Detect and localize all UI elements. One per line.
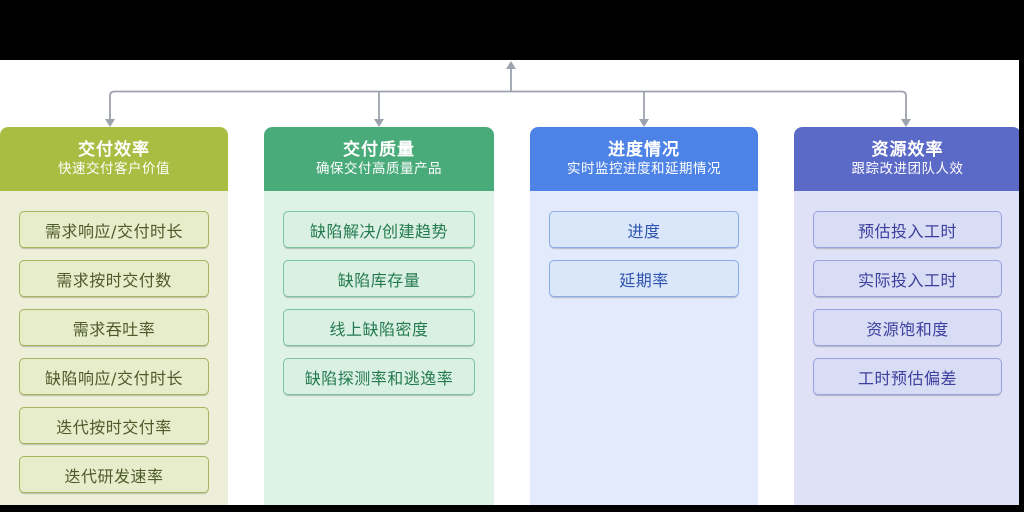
- group-card-resource-efficiency: 资源效率 跟踪改进团队人效 预估投入工时 实际投入工时 资源饱和度 工时预估偏差: [794, 127, 1021, 505]
- group-title: 进度情况: [608, 139, 680, 160]
- letterbox-bar-bottom: [0, 505, 1024, 512]
- letterbox-bar-right: [1019, 0, 1024, 512]
- metric-chip: 资源饱和度: [813, 309, 1002, 346]
- metric-chip: 预估投入工时: [813, 211, 1002, 248]
- metric-chip: 缺陷探测率和逃逸率: [283, 358, 475, 395]
- group-body: 缺陷解决/创建趋势 缺陷库存量 线上缺陷密度 缺陷探测率和逃逸率: [264, 191, 494, 395]
- group-title: 交付效率: [78, 139, 150, 160]
- letterbox-bar-top: [0, 0, 1024, 60]
- group-body: 预估投入工时 实际投入工时 资源饱和度 工时预估偏差: [794, 191, 1021, 395]
- metric-chip: 需求吞吐率: [19, 309, 209, 346]
- metric-chip: 进度: [549, 211, 739, 248]
- metric-chip: 需求按时交付数: [19, 260, 209, 297]
- group-card-delivery-quality: 交付质量 确保交付高质量产品 缺陷解决/创建趋势 缺陷库存量 线上缺陷密度 缺陷…: [264, 127, 494, 505]
- metric-chip: 工时预估偏差: [813, 358, 1002, 395]
- group-title: 交付质量: [343, 139, 415, 160]
- arrow-down-group3: [639, 119, 649, 127]
- group-subtitle: 实时监控进度和延期情况: [567, 160, 721, 177]
- metric-chip: 线上缺陷密度: [283, 309, 475, 346]
- arrow-up-root: [506, 61, 516, 69]
- arrow-down-group1: [105, 119, 115, 127]
- metric-chip: 延期率: [549, 260, 739, 297]
- metric-chip: 缺陷响应/交付时长: [19, 358, 209, 395]
- group-header: 资源效率 跟踪改进团队人效: [794, 127, 1021, 191]
- metric-chip: 迭代按时交付率: [19, 407, 209, 444]
- group-card-delivery-efficiency: 交付效率 快速交付客户价值 需求响应/交付时长 需求按时交付数 需求吞吐率 缺陷…: [0, 127, 228, 505]
- metric-chip: 迭代研发速率: [19, 456, 209, 493]
- group-header: 交付效率 快速交付客户价值: [0, 127, 228, 191]
- group-body: 需求响应/交付时长 需求按时交付数 需求吞吐率 缺陷响应/交付时长 迭代按时交付…: [0, 191, 228, 493]
- group-body: 进度 延期率: [530, 191, 758, 297]
- group-header: 交付质量 确保交付高质量产品: [264, 127, 494, 191]
- arrow-down-group4: [901, 119, 911, 127]
- metric-chip: 实际投入工时: [813, 260, 1002, 297]
- group-subtitle: 快速交付客户价值: [58, 160, 170, 177]
- group-card-progress-status: 进度情况 实时监控进度和延期情况 进度 延期率: [530, 127, 758, 505]
- arrow-down-group2: [374, 119, 384, 127]
- group-title: 资源效率: [871, 139, 944, 160]
- metric-chip: 需求响应/交付时长: [19, 211, 209, 248]
- group-header: 进度情况 实时监控进度和延期情况: [530, 127, 758, 191]
- metric-chip: 缺陷解决/创建趋势: [283, 211, 475, 248]
- group-subtitle: 跟踪改进团队人效: [851, 160, 964, 177]
- group-subtitle: 确保交付高质量产品: [316, 160, 442, 177]
- metric-chip: 缺陷库存量: [283, 260, 475, 297]
